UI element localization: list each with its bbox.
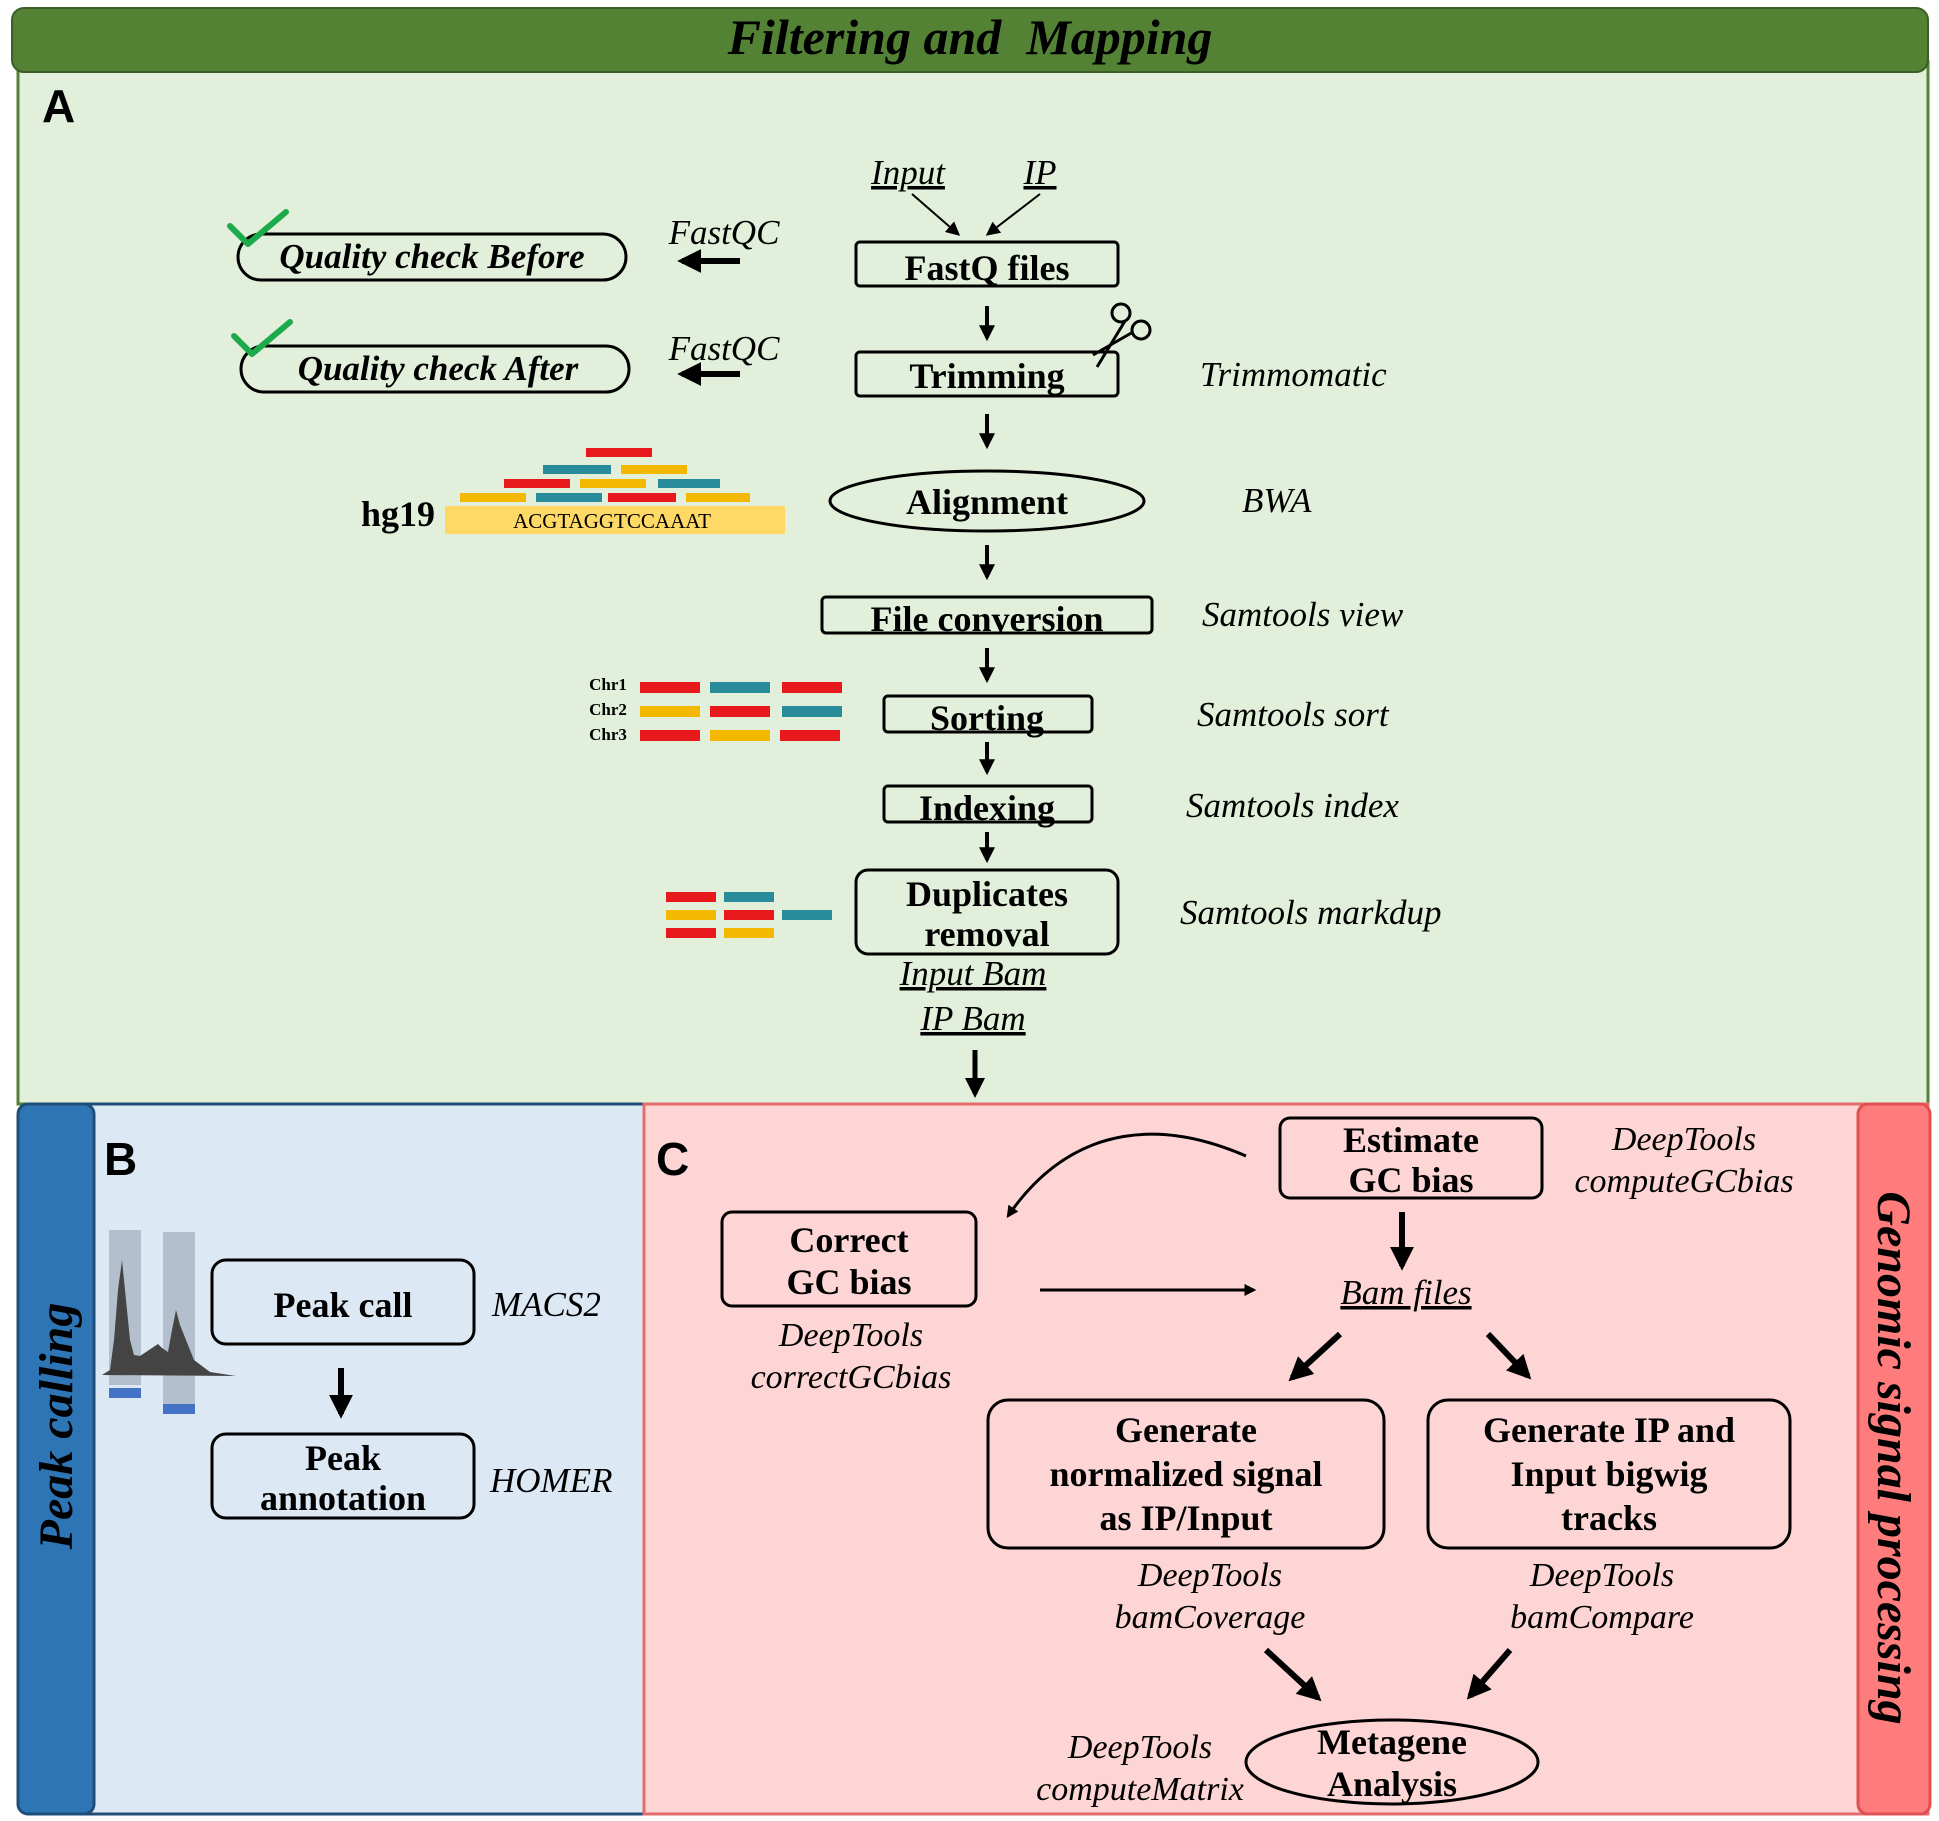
- bam-files-label: Bam files: [1340, 1273, 1471, 1312]
- metagene-tool-line2: computeMatrix: [1036, 1771, 1244, 1808]
- ip-bam-label: IP Bam: [919, 999, 1025, 1038]
- panel-c-side-title: Genomic signal processing: [1867, 1191, 1920, 1724]
- trimming-tool: Trimmomatic: [1200, 355, 1387, 394]
- arrow-estimate-correct: [1006, 1132, 1247, 1218]
- sorting-label: Sorting: [930, 698, 1044, 738]
- chr1-label: Chr1: [589, 675, 627, 694]
- arrow-bigwig-metagene: [1466, 1648, 1513, 1700]
- trimming-label: Trimming: [909, 356, 1064, 396]
- normalized-signal-box: [986, 1398, 1386, 1550]
- indexing-label: Indexing: [919, 788, 1055, 828]
- bigwig-tracks-line1: Generate IP and: [1483, 1410, 1735, 1450]
- ip-arrow: [985, 193, 1041, 236]
- correct-gc-bias-line2: GC bias: [786, 1262, 911, 1302]
- duplicate-reads: [666, 892, 832, 938]
- file-conversion-tool: Samtools view: [1202, 595, 1404, 634]
- file-conversion-box: [820, 595, 1154, 635]
- file-conversion-label: File conversion: [871, 599, 1104, 639]
- fastqc-before-tool: FastQC: [668, 213, 781, 252]
- panel-a-letter: A: [42, 80, 75, 132]
- scissors-icon: [1092, 302, 1152, 368]
- peak-annotation-box: [210, 1432, 476, 1520]
- duplicates-removal-tool: Samtools markdup: [1180, 893, 1442, 932]
- peak-call-box: [210, 1258, 476, 1346]
- reference-sequence: ACGTAGGTCCAAAT: [513, 509, 711, 533]
- arrow-normalized-metagene: [1263, 1647, 1322, 1702]
- indexing-tool: Samtools index: [1186, 786, 1399, 825]
- correct-tool-line1: DeepTools: [778, 1317, 923, 1354]
- metagene-tool-line1: DeepTools: [1067, 1729, 1212, 1766]
- quality-before-label: Quality check Before: [279, 237, 584, 276]
- bigwig-tool-line2: bamCompare: [1510, 1599, 1694, 1636]
- check-icon: [231, 319, 293, 357]
- reference-genome-bar: [445, 506, 785, 534]
- panel-b-side-title: Peak calling: [30, 1303, 83, 1551]
- bigwig-tool-line1: DeepTools: [1529, 1557, 1674, 1594]
- estimate-tool-line2: computeGCbias: [1574, 1163, 1793, 1200]
- bigwig-tracks-box: [1426, 1398, 1792, 1550]
- sorting-box: [882, 694, 1094, 734]
- fastqc-after-tool: FastQC: [668, 329, 781, 368]
- input-label: Input: [870, 153, 946, 192]
- input-arrow: [911, 193, 961, 236]
- arrow-bam-bigwig: [1485, 1331, 1532, 1380]
- peak-annotation-line2: annotation: [260, 1478, 426, 1518]
- alignment-tool: BWA: [1242, 481, 1312, 520]
- fastq-files-label: FastQ files: [905, 248, 1070, 288]
- chr3-label: Chr3: [589, 725, 627, 744]
- normalized-tool-line1: DeepTools: [1137, 1557, 1282, 1594]
- sorting-tool: Samtools sort: [1197, 695, 1390, 734]
- indexing-box: [882, 784, 1094, 824]
- reads-pileup: [460, 448, 750, 502]
- panel-c-side-bar: [1856, 1102, 1932, 1816]
- header-title: Filtering and Mapping: [727, 9, 1213, 65]
- genome-label: hg19: [361, 494, 435, 534]
- normalized-signal-line3: as IP/Input: [1099, 1498, 1272, 1538]
- peak-call-tool: MACS2: [491, 1285, 601, 1324]
- panel-b-background: [60, 1102, 646, 1816]
- fastq-files-box: [854, 240, 1120, 288]
- trimming-box: [854, 350, 1120, 398]
- duplicates-removal-line1: Duplicates: [906, 874, 1068, 914]
- quality-after-label: Quality check After: [298, 349, 579, 388]
- estimate-gc-bias-line2: GC bias: [1348, 1160, 1473, 1200]
- metagene-analysis-line1: Metagene: [1317, 1722, 1467, 1762]
- chr2-label: Chr2: [589, 700, 627, 719]
- bigwig-tracks-line3: tracks: [1561, 1498, 1657, 1538]
- correct-tool-line2: correctGCbias: [751, 1359, 952, 1396]
- sorted-reads: [640, 682, 842, 741]
- alignment-ellipse: [828, 469, 1146, 533]
- normalized-signal-line1: Generate: [1115, 1410, 1257, 1450]
- check-icon: [227, 209, 289, 247]
- peak-signal-image: [102, 1230, 236, 1414]
- panel-c-background: [642, 1102, 1930, 1816]
- header-bar: [11, 7, 1929, 73]
- normalized-signal-line2: normalized signal: [1049, 1454, 1322, 1494]
- quality-after-box: [239, 344, 631, 394]
- panel-c-letter: C: [656, 1133, 689, 1185]
- estimate-gc-bias-box: [1278, 1116, 1544, 1200]
- normalized-tool-line2: bamCoverage: [1115, 1599, 1306, 1636]
- panel-b-letter: B: [104, 1133, 137, 1185]
- alignment-label: Alignment: [906, 482, 1068, 522]
- metagene-analysis-ellipse: [1244, 1718, 1540, 1806]
- quality-before-box: [236, 232, 628, 282]
- duplicates-removal-box: [854, 868, 1120, 956]
- estimate-gc-bias-line1: Estimate: [1343, 1120, 1479, 1160]
- bigwig-tracks-line2: Input bigwig: [1510, 1454, 1707, 1494]
- metagene-analysis-line2: Analysis: [1327, 1764, 1457, 1804]
- correct-gc-bias-box: [720, 1210, 978, 1308]
- arrow-bam-normalized: [1288, 1331, 1343, 1382]
- panel-b-side-bar: [16, 1102, 96, 1816]
- peak-annotation-tool: HOMER: [489, 1461, 612, 1500]
- input-bam-label: Input Bam: [899, 954, 1047, 993]
- duplicates-removal-line2: removal: [924, 914, 1049, 954]
- estimate-tool-line1: DeepTools: [1611, 1121, 1756, 1158]
- peak-call-label: Peak call: [274, 1285, 413, 1325]
- peak-annotation-line1: Peak: [305, 1438, 381, 1478]
- correct-gc-bias-line1: Correct: [789, 1220, 908, 1260]
- panel-a-background: [16, 60, 1930, 1106]
- ip-label: IP: [1022, 153, 1056, 192]
